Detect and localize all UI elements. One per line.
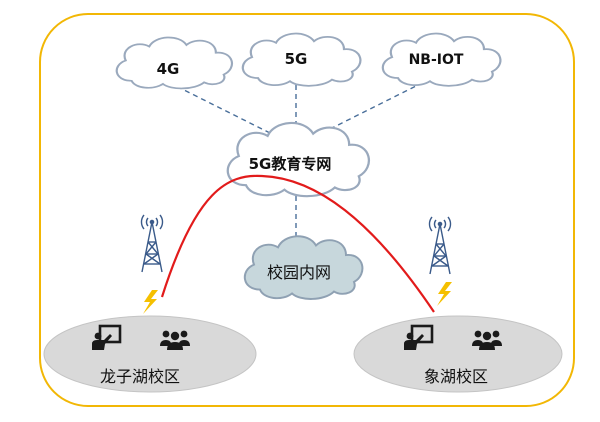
cloud-5g-label: 5G [285,50,308,68]
network-links [167,79,429,238]
teacher-board-icon [404,324,434,350]
cloud-4g-label: 4G [157,60,180,78]
outer-frame [39,13,575,407]
user-group-icon [160,330,190,350]
lightning-icon [143,290,158,314]
wireless-arc [160,174,435,313]
teacher-board-icon [92,324,122,350]
campus-left-label: 龙子湖校区 [100,367,180,386]
cloud-nbiot-label: NB-IOT [409,52,464,68]
link-4g [167,81,271,134]
lightning-icon [437,282,452,306]
core-network-label: 5G教育专网 [249,155,332,173]
antenna-tower-icon [428,216,452,275]
campus-right-area [353,315,563,393]
user-group-icon [472,330,502,350]
campus-right-label: 象湖校区 [424,367,488,386]
antenna-tower-icon [140,214,164,273]
campus-net-label: 校园内网 [267,263,331,282]
link-nbiot [321,79,429,134]
